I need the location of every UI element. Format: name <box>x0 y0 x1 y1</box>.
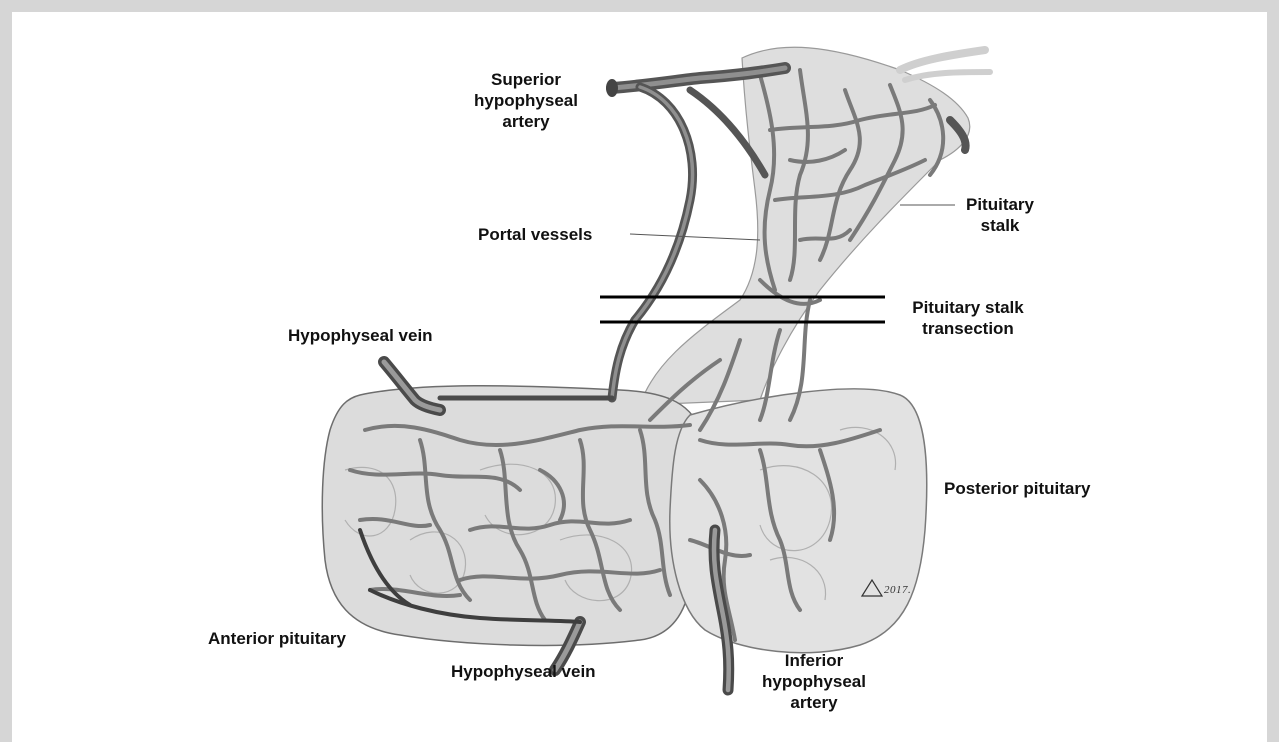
label-hypophyseal-vein-bottom: Hypophyseal vein <box>451 661 596 682</box>
artist-signature: 2017. <box>884 584 911 596</box>
label-superior-hypophyseal-artery: Superior hypophyseal artery <box>470 69 582 132</box>
portal-vessels-leader <box>630 234 760 240</box>
label-line: Pituitary stalk <box>893 297 1043 318</box>
label-inferior-hypophyseal-artery: Inferior hypophyseal artery <box>755 650 873 713</box>
label-line: Inferior <box>755 650 873 671</box>
label-portal-vessels: Portal vessels <box>478 224 592 245</box>
label-line: hypophyseal <box>470 90 582 111</box>
label-line: Superior <box>470 69 582 90</box>
posterior-pituitary-shape <box>670 389 927 653</box>
label-anterior-pituitary: Anterior pituitary <box>208 628 346 649</box>
label-line: stalk <box>955 215 1045 236</box>
label-line: artery <box>470 111 582 132</box>
label-line: transection <box>893 318 1043 339</box>
label-line: hypophyseal <box>755 671 873 692</box>
label-line: Pituitary <box>955 194 1045 215</box>
label-pituitary-stalk: Pituitary stalk <box>955 194 1045 236</box>
label-posterior-pituitary: Posterior pituitary <box>944 478 1090 499</box>
label-hypophyseal-vein-top: Hypophyseal vein <box>288 325 433 346</box>
label-line: artery <box>755 692 873 713</box>
label-pituitary-stalk-transection: Pituitary stalk transection <box>893 297 1043 339</box>
